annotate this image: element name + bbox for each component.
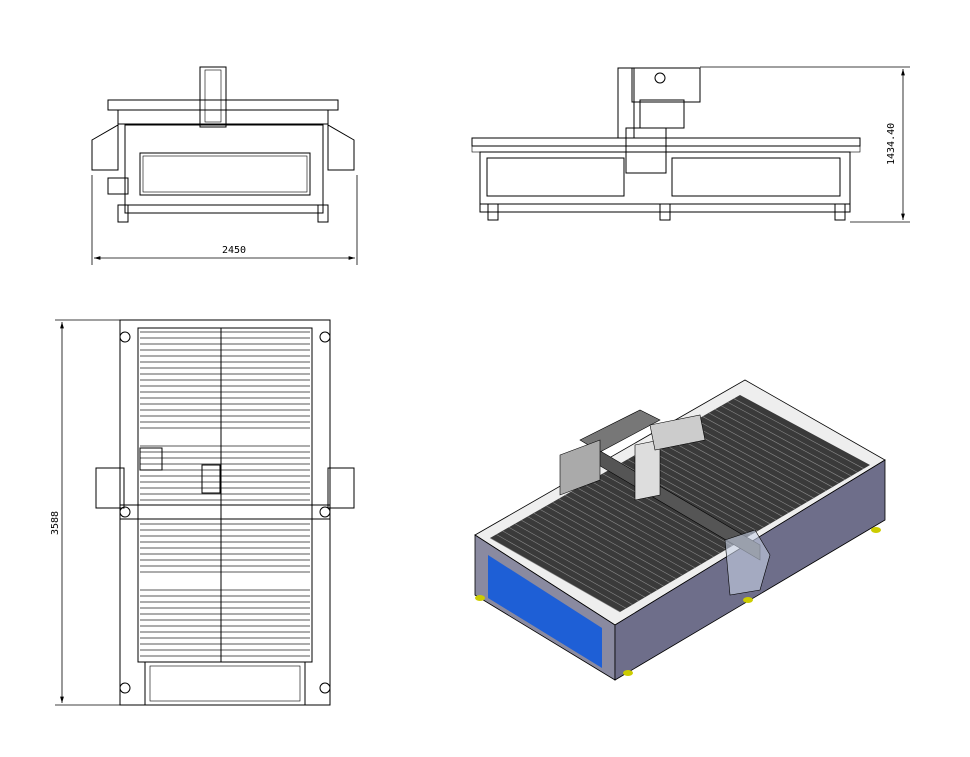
iso-slat bbox=[714, 409, 846, 480]
iso-slat bbox=[727, 401, 858, 473]
isometric-view bbox=[474, 379, 886, 681]
iso-slat bbox=[708, 412, 839, 484]
iso-slat bbox=[721, 405, 852, 477]
iso-slat bbox=[671, 434, 802, 506]
iso-slat bbox=[514, 523, 646, 598]
gantry-cover bbox=[724, 529, 771, 596]
iso-slat bbox=[489, 537, 621, 613]
front-view: 2450 bbox=[91, 66, 358, 265]
height-dimension-label: 1434.40 bbox=[886, 123, 897, 165]
front-blue-panel bbox=[488, 555, 602, 668]
feet bbox=[475, 527, 881, 676]
iso-slat bbox=[558, 498, 689, 572]
slat-grid bbox=[140, 331, 310, 657]
iso-slat bbox=[602, 473, 733, 547]
width-dimension-label: 2450 bbox=[222, 245, 246, 256]
iso-slat bbox=[664, 437, 796, 510]
iso-slat bbox=[539, 509, 671, 583]
iso-slat bbox=[577, 487, 708, 561]
iso-slat bbox=[677, 430, 808, 503]
side-view: 1434.40 bbox=[471, 66, 910, 223]
iso-slat bbox=[521, 519, 652, 594]
iso-slat bbox=[496, 534, 627, 609]
leveling-foot-markers bbox=[119, 331, 331, 694]
iso-slat bbox=[533, 512, 664, 587]
iso-slat bbox=[564, 494, 696, 569]
iso-slat bbox=[639, 451, 771, 525]
iso-slat bbox=[646, 448, 777, 521]
iso-slat bbox=[733, 398, 864, 469]
iso-slat bbox=[702, 416, 833, 488]
torch-head bbox=[634, 439, 661, 501]
iso-slat bbox=[583, 484, 714, 558]
iso-slat bbox=[596, 476, 727, 550]
iso-slat bbox=[658, 441, 789, 514]
iso-slat bbox=[527, 516, 658, 591]
iso-slat bbox=[683, 426, 814, 499]
iso-slat bbox=[546, 505, 677, 580]
iso-slat bbox=[508, 527, 639, 602]
iso-slat bbox=[571, 491, 702, 565]
iso-slat bbox=[552, 501, 683, 576]
iso-slat bbox=[589, 480, 721, 554]
iso-slat bbox=[502, 530, 633, 605]
iso-slat bbox=[652, 444, 783, 517]
top-view: 3588 bbox=[50, 319, 355, 706]
length-dimension-label: 3588 bbox=[50, 511, 61, 535]
iso-slat bbox=[696, 419, 827, 491]
iso-slat bbox=[689, 423, 821, 495]
